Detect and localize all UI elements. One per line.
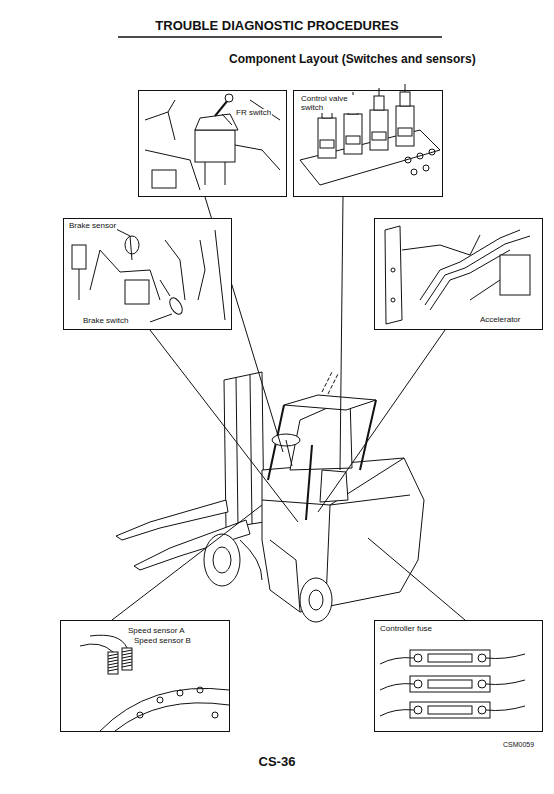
speed-sensor-inset: Speed sensor ASpeed sensor B: [60, 620, 230, 732]
part-label: Brake sensor: [68, 222, 117, 231]
accelerator-inset: Accelerator: [374, 218, 543, 330]
leader-line: [368, 538, 465, 620]
leader-line: [340, 197, 343, 470]
brake-sketch: [64, 219, 231, 329]
page-title: TROUBLE DIAGNOSTIC PROCEDURES: [155, 18, 398, 33]
leader-line: [112, 505, 262, 620]
controller-fuse-inset: Controller fuse: [374, 620, 543, 732]
header-rule: [118, 36, 442, 38]
accelerator-sketch: [375, 219, 542, 329]
section-heading: Component Layout (Switches and sensors): [229, 52, 476, 66]
control-valve-switch-inset: Control valve switch: [293, 90, 443, 197]
part-label: Speed sensor A: [127, 627, 185, 636]
figure-code: CSM0059: [503, 741, 534, 748]
part-label: FR switch: [235, 109, 272, 118]
part-label: Controller fuse: [379, 625, 433, 634]
brake-inset: Brake sensorBrake switch: [63, 218, 232, 330]
leader-line: [318, 330, 445, 512]
page-number: CS-36: [259, 754, 296, 769]
fr-switch-inset: FR switch: [138, 90, 287, 197]
part-label: Accelerator: [479, 316, 521, 325]
part-label: Speed sensor B: [133, 637, 192, 646]
controller-fuse-sketch: [375, 621, 542, 731]
part-label: Brake switch: [82, 317, 129, 326]
speed-sensor-sketch: [61, 621, 229, 731]
leader-line: [150, 330, 298, 522]
part-label: Control valve switch: [300, 95, 362, 113]
control-valve-switch-sketch: [294, 84, 442, 196]
